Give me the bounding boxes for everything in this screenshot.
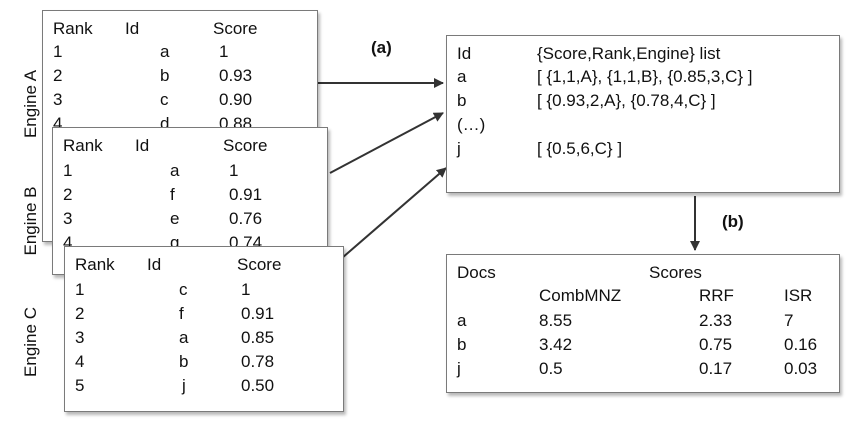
cell-rank: 2 xyxy=(53,66,63,85)
cell-id: a xyxy=(179,328,189,347)
cell-rrf: 0.17 xyxy=(699,359,733,378)
cell-id: f xyxy=(170,185,175,204)
cell-rank: 4 xyxy=(63,233,73,252)
cell-id: d xyxy=(160,114,170,133)
cell-id: b xyxy=(160,66,170,85)
cell-rank: 1 xyxy=(75,280,85,299)
header-id: Id xyxy=(135,136,150,155)
cell-score: 0.78 xyxy=(241,352,275,371)
cell-rank: 4 xyxy=(53,114,63,133)
cell-combmnz: 8.55 xyxy=(539,311,573,330)
cell-combmnz: 0.5 xyxy=(539,359,563,378)
engine-c-label: Engine C xyxy=(21,307,40,377)
header-id: Id xyxy=(457,44,472,63)
cell-id: c xyxy=(179,280,188,299)
header-method: ISR xyxy=(784,286,813,305)
arrow-engine-c-to-merge xyxy=(341,167,447,259)
cell-list: [ {1,1,A}, {1,1,B}, {0.85,3,C} ] xyxy=(537,67,753,86)
cell-combmnz: 3.42 xyxy=(539,335,573,354)
cell-id: b xyxy=(457,91,467,110)
cell-score: 0.93 xyxy=(219,66,253,85)
cell-id: j xyxy=(457,139,461,158)
cell-score: 1 xyxy=(241,280,251,299)
header-id: Id xyxy=(125,19,140,38)
cell-score: 0.85 xyxy=(241,328,275,347)
cell-doc: b xyxy=(457,335,467,354)
cell-rank: 1 xyxy=(63,161,73,180)
header-id: Id xyxy=(147,255,162,274)
cell-rank: 4 xyxy=(75,352,85,371)
header-scores: Scores xyxy=(649,263,702,282)
step-label-a: (a) xyxy=(371,38,392,57)
cell-id: g xyxy=(170,233,180,252)
cell-id: c xyxy=(160,90,169,109)
arrow-engine-b-to-merge xyxy=(329,112,444,174)
cell-id: a xyxy=(160,42,170,61)
engine-c-table: Rank Id Score 1 c 1 2 f 0.91 3 a 0.85 4 … xyxy=(64,246,344,412)
cell-score: 0.90 xyxy=(219,90,253,109)
cell-rank: 2 xyxy=(63,185,73,204)
header-method: CombMNZ xyxy=(539,286,622,305)
engine-a-label: Engine A xyxy=(21,69,40,139)
header-rank: Rank xyxy=(63,136,103,155)
header-score: Score xyxy=(237,255,282,274)
cell-rank: 3 xyxy=(63,209,73,228)
cell-id: j xyxy=(182,376,186,395)
cell-rrf: 2.33 xyxy=(699,311,733,330)
cell-rank: 3 xyxy=(53,90,63,109)
header-docs: Docs xyxy=(457,263,496,282)
cell-score: 0.50 xyxy=(241,376,275,395)
cell-rank: 2 xyxy=(75,304,85,323)
header-score: Score xyxy=(213,19,258,38)
cell-score: 1 xyxy=(229,161,239,180)
header-rank: Rank xyxy=(75,255,115,274)
header-rank: Rank xyxy=(53,19,93,38)
cell-score: 0.91 xyxy=(229,185,263,204)
cell-id: f xyxy=(179,304,184,323)
cell-score: 1 xyxy=(219,42,229,61)
header-score-rank-engine-list: {Score,Rank,Engine} list xyxy=(537,44,721,63)
cell-id: a xyxy=(457,67,467,86)
cell-rank: 5 xyxy=(75,376,85,395)
cell-rank: 3 xyxy=(75,328,85,347)
cell-rrf: 0.75 xyxy=(699,335,733,354)
cell-doc: a xyxy=(457,311,467,330)
engine-b-label: Engine B xyxy=(21,186,40,256)
cell-list: [ {0.93,2,A}, {0.78,4,C} ] xyxy=(537,91,716,110)
cell-id: e xyxy=(170,209,180,228)
cell-rank: 1 xyxy=(53,42,63,61)
header-method: RRF xyxy=(699,286,734,305)
cell-doc: j xyxy=(457,359,461,378)
cell-score: 0.91 xyxy=(241,304,275,323)
cell-id: a xyxy=(170,161,180,180)
cell-isr: 0.03 xyxy=(784,359,818,378)
cell-list: [ {0.5,6,C} ] xyxy=(537,139,623,158)
fusion-scores-table: Docs Scores CombMNZ RRF ISR a 8.55 2.33 … xyxy=(446,254,840,393)
cell-isr: 0.16 xyxy=(784,335,818,354)
cell-score: 0.76 xyxy=(229,209,263,228)
cell-id: b xyxy=(179,352,189,371)
cell-id: (…) xyxy=(457,115,486,134)
merged-list-table: Id {Score,Rank,Engine} list a [ {1,1,A},… xyxy=(446,35,840,193)
cell-isr: 7 xyxy=(784,311,794,330)
step-label-b: (b) xyxy=(722,212,744,231)
header-score: Score xyxy=(223,136,268,155)
